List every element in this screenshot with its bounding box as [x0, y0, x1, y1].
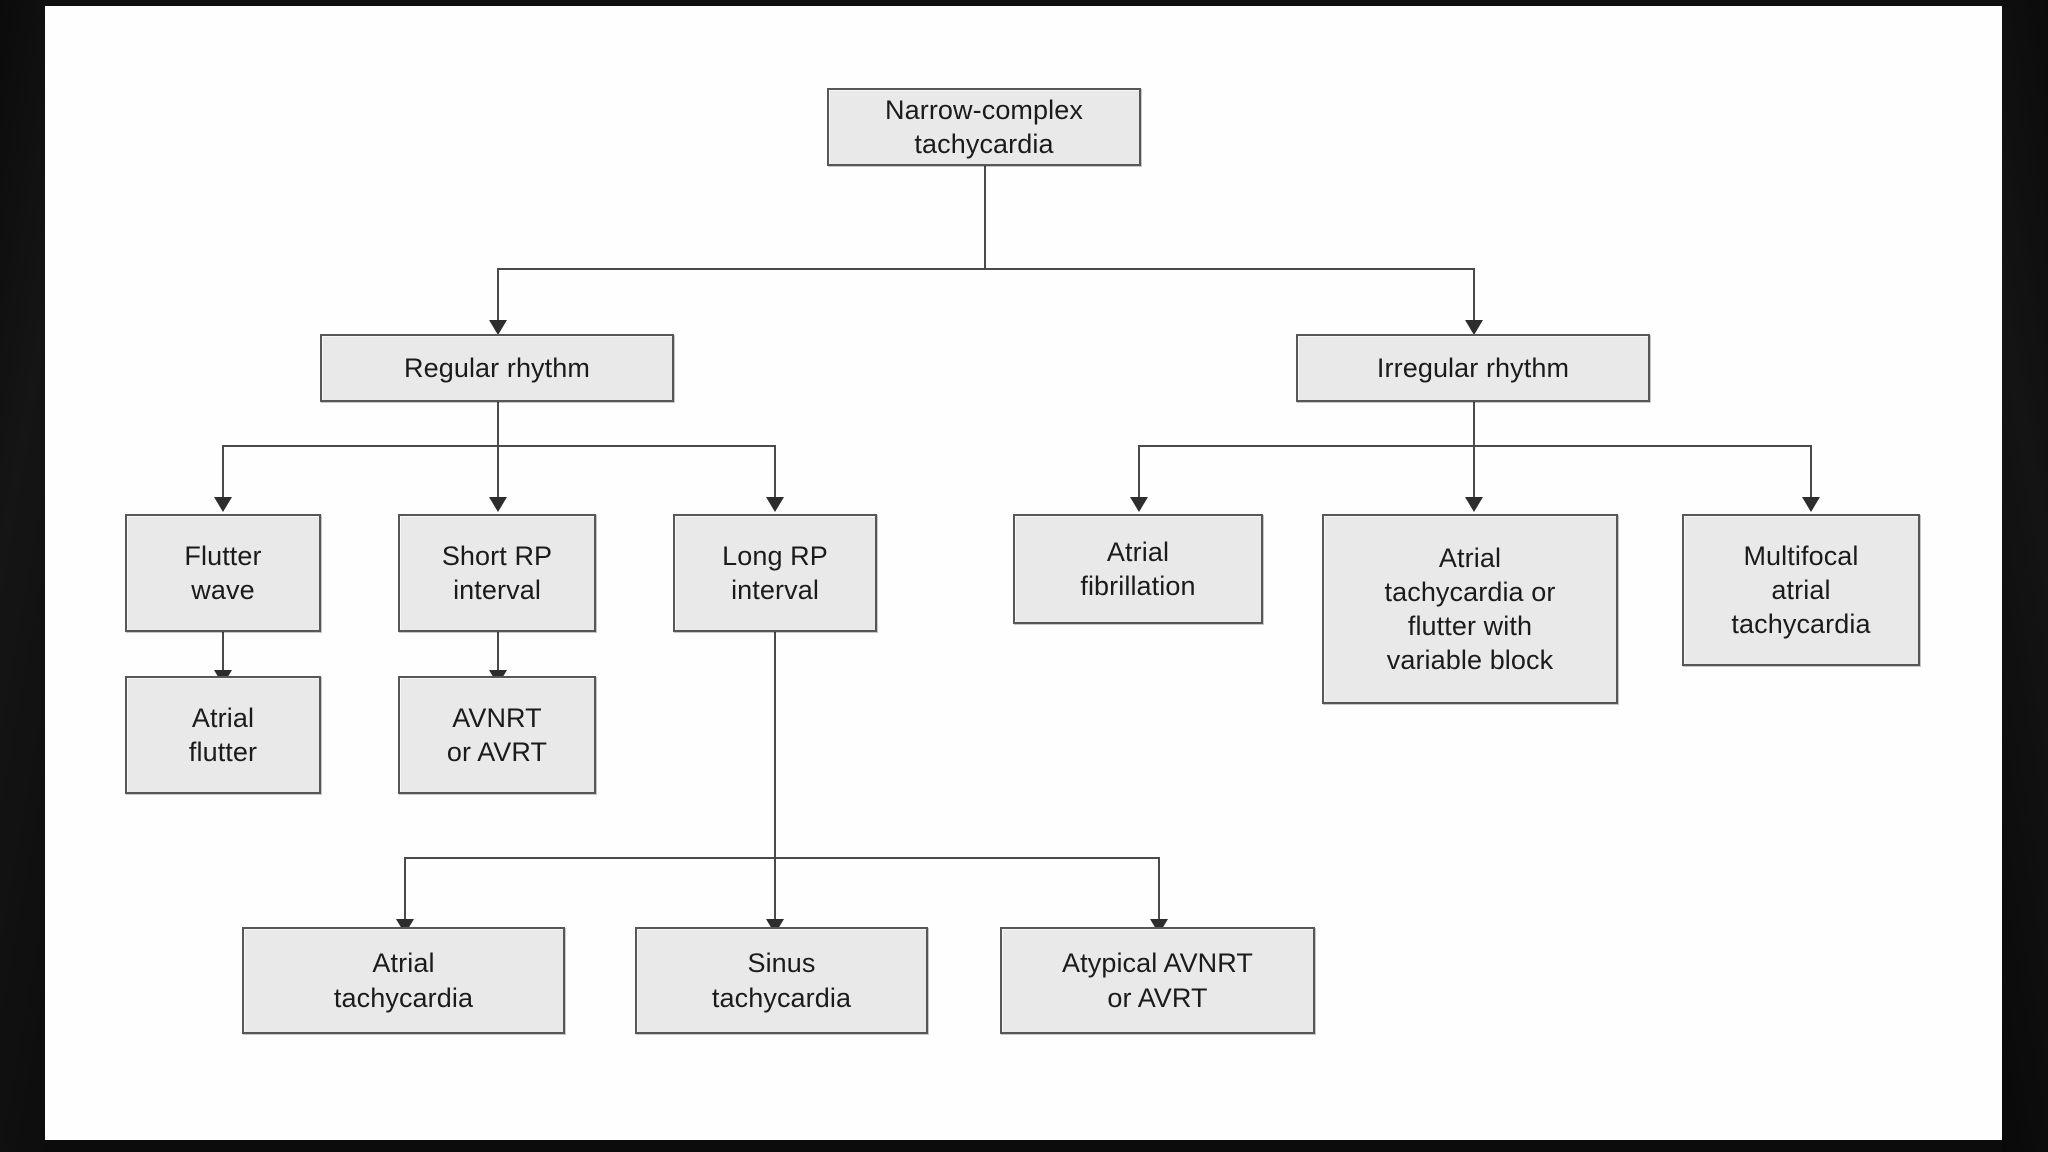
- node-atrial-tachycardia[interactable]: Atrial tachycardia: [242, 927, 565, 1034]
- edge-to-atrialfib: [1138, 445, 1140, 503]
- node-irregular-rhythm[interactable]: Irregular rhythm: [1296, 334, 1650, 402]
- node-flutter-wave[interactable]: Flutter wave: [125, 514, 321, 632]
- arrowhead-flutterwave: [214, 497, 232, 512]
- node-atrial-tachycardia-label: Atrial tachycardia: [333, 948, 474, 1013]
- node-long-rp-interval[interactable]: Long RP interval: [673, 514, 877, 632]
- edge-irregular-down: [1473, 402, 1475, 446]
- node-atrial-fibrillation[interactable]: Atrial fibrillation: [1013, 514, 1263, 624]
- edge-to-shortrp: [497, 445, 499, 503]
- edge-level1-bus: [497, 268, 1475, 270]
- edge-to-multifocal: [1810, 445, 1812, 503]
- node-atypical-avnrt-or-avrt-label: Atypical AVNRT or AVRT: [1062, 948, 1253, 1013]
- node-atrial-flutter-label: Atrial flutter: [188, 702, 258, 767]
- node-sinus-tachycardia[interactable]: Sinus tachycardia: [635, 927, 928, 1034]
- node-short-rp-interval-label: Short RP interval: [441, 540, 553, 605]
- node-long-rp-interval-label: Long RP interval: [722, 540, 828, 605]
- node-regular-rhythm[interactable]: Regular rhythm: [320, 334, 674, 402]
- edge-to-atrialtach: [404, 857, 406, 925]
- node-atypical-avnrt-or-avrt[interactable]: Atypical AVNRT or AVRT: [1000, 927, 1315, 1034]
- figure-page: Narrow-complex tachycardia Regular rhyth…: [45, 6, 2002, 1140]
- edge-to-longrp: [774, 445, 776, 503]
- edge-flutterwave-down: [222, 632, 224, 676]
- edge-to-regular: [497, 268, 499, 326]
- node-sinus-tachycardia-label: Sinus tachycardia: [711, 948, 852, 1013]
- node-root-label: Narrow-complex tachycardia: [885, 94, 1083, 159]
- arrowhead-regular: [489, 320, 507, 335]
- node-atrial-tachycardia-or-flutter-variable-block-label: Atrial tachycardia or flutter with varia…: [1384, 542, 1556, 676]
- arrowhead-atrialfib: [1130, 497, 1148, 512]
- scan-border-top: [45, 0, 2002, 6]
- edge-to-atypical: [1158, 857, 1160, 925]
- edge-to-irregular: [1473, 268, 1475, 326]
- edge-root-down: [984, 165, 986, 269]
- node-avnrt-or-avrt-label: AVNRT or AVRT: [446, 702, 548, 767]
- edge-to-flutterwave: [222, 445, 224, 503]
- scan-border-right: [2002, 0, 2048, 1152]
- edge-to-atflutvar: [1473, 445, 1475, 503]
- node-atrial-tachycardia-or-flutter-variable-block[interactable]: Atrial tachycardia or flutter with varia…: [1322, 514, 1618, 704]
- node-atrial-flutter[interactable]: Atrial flutter: [125, 676, 321, 794]
- node-multifocal-atrial-tachycardia[interactable]: Multifocal atrial tachycardia: [1682, 514, 1920, 666]
- node-flutter-wave-label: Flutter wave: [184, 540, 262, 605]
- edge-level3-bus: [404, 857, 1158, 859]
- node-multifocal-atrial-tachycardia-label: Multifocal atrial tachycardia: [1731, 540, 1871, 639]
- arrowhead-longrp: [766, 497, 784, 512]
- node-atrial-fibrillation-label: Atrial fibrillation: [1080, 536, 1196, 601]
- edge-longrp-down: [774, 632, 776, 897]
- node-irregular-rhythm-label: Irregular rhythm: [1376, 352, 1570, 383]
- arrowhead-shortrp: [489, 497, 507, 512]
- edge-to-sinustach: [774, 857, 776, 925]
- arrowhead-irregular: [1465, 320, 1483, 335]
- arrowhead-multifocal: [1802, 497, 1820, 512]
- scan-border-left: [0, 0, 45, 1152]
- arrowhead-atflutvar: [1465, 497, 1483, 512]
- node-avnrt-or-avrt[interactable]: AVNRT or AVRT: [398, 676, 596, 794]
- node-short-rp-interval[interactable]: Short RP interval: [398, 514, 596, 632]
- node-regular-rhythm-label: Regular rhythm: [404, 352, 590, 383]
- edge-shortrp-down: [497, 632, 499, 676]
- scan-border-bottom: [45, 1140, 2002, 1152]
- edge-regular-down: [497, 402, 499, 446]
- node-root[interactable]: Narrow-complex tachycardia: [827, 88, 1141, 166]
